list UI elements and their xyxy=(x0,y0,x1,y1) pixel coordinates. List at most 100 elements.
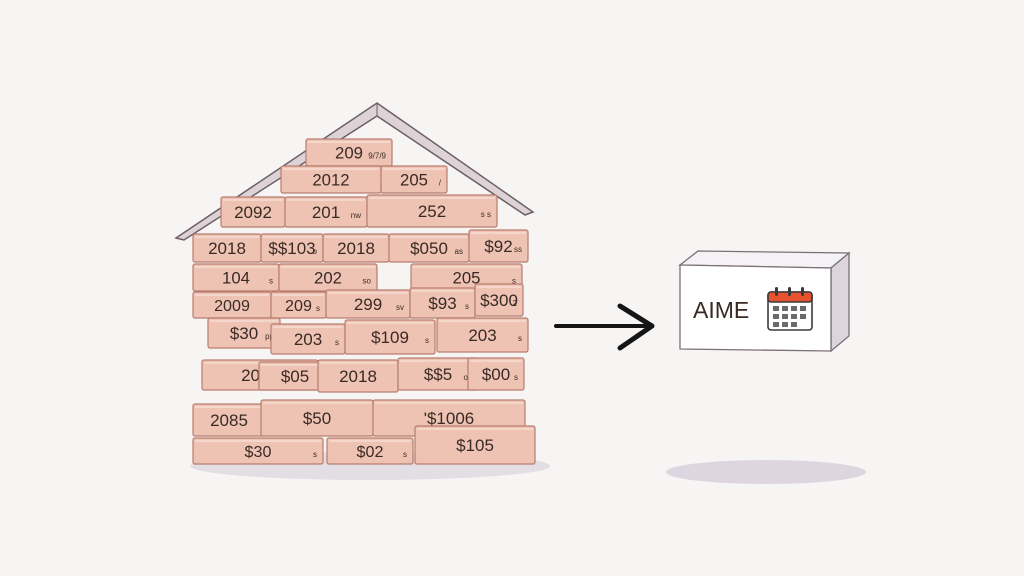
brick-label: 209 xyxy=(285,297,312,315)
brick-sublabel: s xyxy=(518,334,522,343)
brick: 2018 xyxy=(192,233,262,263)
brick-face xyxy=(326,437,414,465)
brick-label: $30 xyxy=(230,324,258,343)
brick: 2085 xyxy=(192,403,266,437)
calendar-icon xyxy=(767,287,813,331)
brick-label: $$103 xyxy=(268,239,315,258)
brick-label: 2012 xyxy=(312,171,349,190)
brick: 2012 xyxy=(280,165,382,194)
brick-label: $05 xyxy=(281,367,309,386)
brick-label: $92 xyxy=(484,237,512,256)
brick: 209 9/7/9 xyxy=(305,138,393,167)
brick-label: 2092 xyxy=(234,203,272,222)
brick-face xyxy=(468,229,529,263)
brick: $109 s xyxy=(344,319,436,355)
roof xyxy=(174,102,535,241)
brick-sublabel: so xyxy=(363,277,372,286)
brick-sublabel: s xyxy=(335,338,339,347)
brick-sublabel: as xyxy=(455,247,463,256)
box-shadow xyxy=(666,460,866,484)
brick-face xyxy=(192,437,324,465)
brick-sublabel: s xyxy=(512,277,516,286)
brick-label: 209 xyxy=(335,144,363,163)
brick-label: 2018 xyxy=(339,367,377,386)
brick-sublabel: ss xyxy=(514,245,522,254)
brick-face xyxy=(467,357,525,391)
brick-label: $109 xyxy=(371,328,409,347)
brick-sublabel: s xyxy=(403,450,407,459)
brick-label: $105 xyxy=(456,436,494,455)
brick: 201 nw xyxy=(284,196,368,228)
aime-label: AIME xyxy=(693,297,749,323)
brick-face xyxy=(436,317,529,353)
brick-label: 299 xyxy=(354,295,382,314)
brick: 2018 xyxy=(317,359,399,393)
brick: $30 s xyxy=(192,437,324,465)
brick-label: 2009 xyxy=(214,297,250,315)
brick-sublabel: pp xyxy=(265,332,274,341)
brick: $02 s xyxy=(326,437,414,465)
brick-label: $50 xyxy=(303,409,331,428)
brick: 104 s xyxy=(192,263,280,292)
brick-label: $300 xyxy=(480,291,518,310)
brick-sublabel: sv xyxy=(396,303,404,312)
brick-sublabel: 2 xyxy=(513,299,518,308)
brick: 299 sv xyxy=(325,289,411,319)
brick-sublabel: s xyxy=(425,336,429,345)
brick-face xyxy=(474,283,524,317)
brick: 202 so xyxy=(278,263,378,292)
aime-box: AIME xyxy=(678,250,851,353)
brick: 203 s xyxy=(436,317,529,353)
brick-label: $$5 xyxy=(424,365,452,384)
brick-label: 201 xyxy=(312,203,340,222)
brick: $30 pp xyxy=(207,317,281,349)
brick-sublabel: 9/7/9 xyxy=(368,152,386,161)
brick: $50 xyxy=(260,399,374,437)
brick: 252 s s xyxy=(366,194,498,228)
brick-label: $30 xyxy=(245,443,272,461)
brick-label: $050 xyxy=(410,239,448,258)
brick-label: 203 xyxy=(294,330,322,349)
brick: $105 xyxy=(414,425,536,465)
brick-label: 104 xyxy=(222,269,250,288)
brick-sublabel: o xyxy=(313,247,318,256)
brick-sublabel: s xyxy=(269,277,273,286)
brick-label: 203 xyxy=(468,326,496,345)
brick: 2009 xyxy=(192,291,272,319)
brick-label: 252 xyxy=(418,202,446,221)
brick-face xyxy=(344,319,436,355)
brick-sublabel: s xyxy=(465,302,469,311)
brick: 203 s xyxy=(270,323,346,355)
brick-sublabel: s s xyxy=(481,210,491,219)
brick-sublabel: s xyxy=(316,304,320,313)
brick-face xyxy=(380,165,448,194)
brick-label: $02 xyxy=(357,443,384,461)
brick-label: 2018 xyxy=(337,239,375,258)
brick: 2018 xyxy=(322,233,390,263)
brick-sublabel: / xyxy=(439,179,442,188)
arrow-right-icon xyxy=(554,303,655,351)
brick: 205 / xyxy=(380,165,448,194)
brick-face xyxy=(366,194,498,228)
brick-label: 205 xyxy=(400,171,428,190)
brick-sublabel: nw xyxy=(351,211,361,220)
brick-label: 2085 xyxy=(210,411,248,430)
brick: 209 s xyxy=(270,291,327,319)
brick-label: 205 xyxy=(453,269,481,288)
box-side xyxy=(830,251,850,353)
brick: $050 as xyxy=(388,233,470,263)
brick-label: 2018 xyxy=(208,239,246,258)
brick-sublabel: s xyxy=(313,450,317,459)
brick: 2092 xyxy=(220,196,286,228)
brick-sublabel: s xyxy=(514,373,518,382)
brick-label: '$1006 xyxy=(424,409,475,428)
brick-label: 202 xyxy=(314,269,342,288)
